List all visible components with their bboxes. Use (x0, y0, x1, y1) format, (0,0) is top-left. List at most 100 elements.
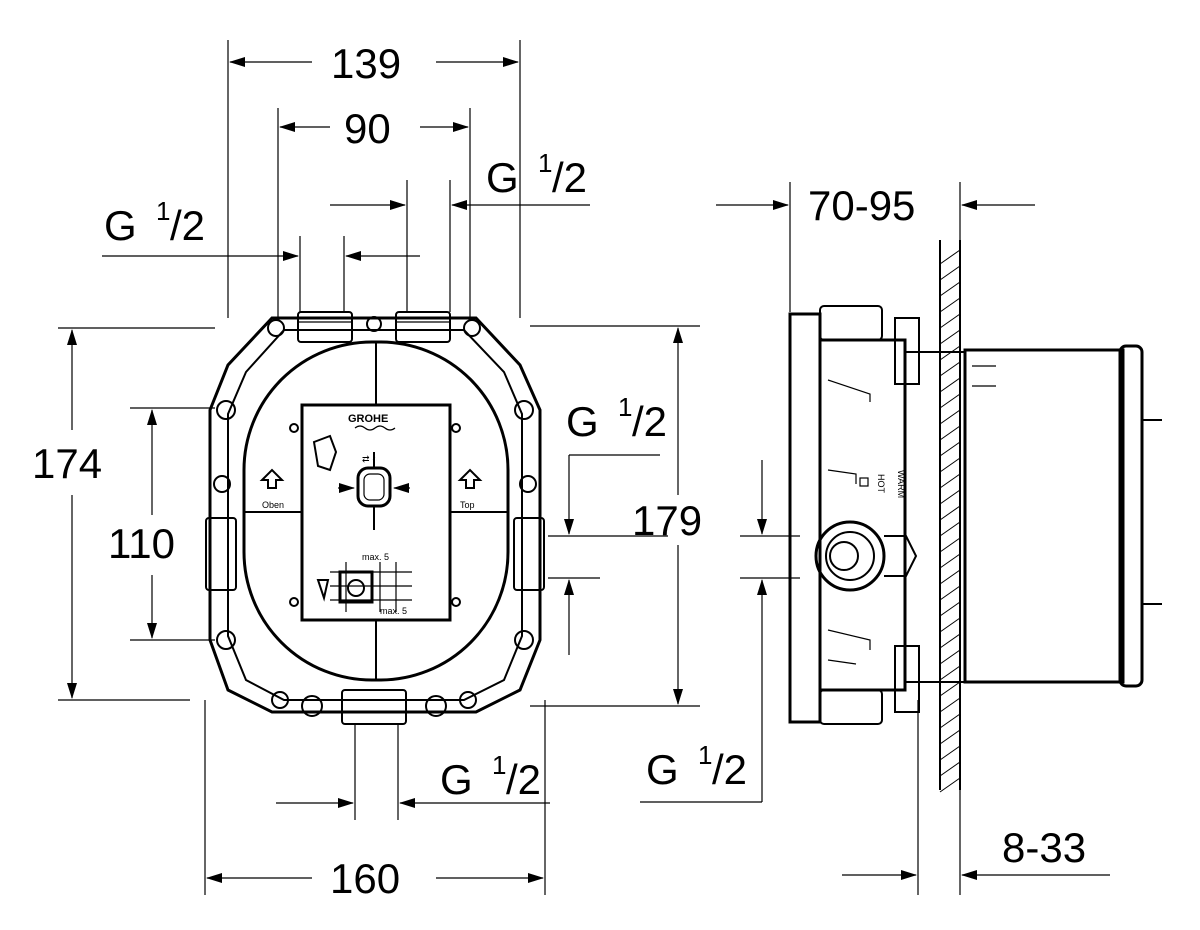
hatch-line (939, 617, 961, 633)
hatch-line (939, 441, 961, 457)
hatch-line (939, 697, 961, 713)
svg-text:1: 1 (538, 148, 552, 178)
hatch-line (939, 409, 961, 425)
hot-label: HOT (876, 474, 886, 494)
hatch-line (939, 745, 961, 761)
valve-body (205, 311, 545, 725)
hatch-line (939, 489, 961, 505)
label-plate-content: GROHE ⇄ ◐ (289, 413, 461, 616)
svg-text:/2: /2 (712, 746, 747, 793)
svg-text:Top: Top (460, 500, 475, 510)
hatch-line (939, 649, 961, 665)
hatch-line (939, 313, 961, 329)
hatch-line (939, 633, 961, 649)
side-body: WARM HOT (788, 305, 1162, 725)
orientation-left: Oben (259, 468, 285, 510)
hatch-line (939, 553, 961, 569)
dim-174: 174 (32, 440, 102, 487)
hatch-line (939, 457, 961, 473)
thread-label-top-left: G 1 /2 (104, 196, 205, 249)
svg-text:/2: /2 (506, 756, 541, 803)
hatch-line (939, 505, 961, 521)
hatch-line (939, 297, 961, 313)
thread-label-side: G 1 /2 (646, 740, 747, 793)
hatch-line (939, 585, 961, 601)
thread-label-right: G 1 /2 (566, 392, 667, 445)
hatch-line (939, 569, 961, 585)
mount-hole (425, 695, 447, 717)
mount-hole (267, 319, 285, 337)
grohe-logo: GROHE (348, 413, 388, 425)
svg-text:/2: /2 (552, 154, 587, 201)
dim-70-95: 70-95 (808, 182, 915, 229)
svg-text:/2: /2 (632, 398, 667, 445)
hatch-line (939, 425, 961, 441)
warm-label: WARM (896, 470, 906, 498)
svg-text:G: G (566, 398, 599, 445)
dim-110: 110 (108, 520, 175, 567)
svg-text:1: 1 (156, 196, 170, 226)
front-view: 139 90 174 110 179 160 G 1 /2 G 1 /2 G 1… (32, 40, 702, 902)
hatch-line (939, 761, 961, 777)
hatch-line (939, 537, 961, 553)
install-grid: max. 5 max. 5 (330, 552, 412, 616)
hatch-line (939, 265, 961, 281)
svg-text:G: G (440, 756, 473, 803)
dim-139: 139 (331, 40, 401, 87)
dimension-lines (67, 57, 683, 883)
hatch-line (939, 665, 961, 681)
hatch-line (939, 281, 961, 297)
mounting-holes (213, 316, 537, 717)
hatch-line (939, 377, 961, 393)
hatch-line (939, 473, 961, 489)
dim-90: 90 (344, 105, 391, 152)
max-label: max. 5 (362, 552, 389, 562)
dimension-labels: 139 90 174 110 179 160 (32, 40, 702, 902)
mount-hole (514, 400, 534, 420)
mount-hole (271, 691, 289, 709)
hatch-line (939, 729, 961, 745)
dim-179: 179 (632, 497, 702, 544)
mount-hole (366, 316, 382, 332)
thread-label-bottom: G 1 /2 (440, 750, 541, 803)
mount-hole (301, 695, 323, 717)
hatch-line (939, 681, 961, 697)
max-label: max. 5 (380, 606, 407, 616)
side-view: 70-95 8-33 G 1 /2 (640, 182, 1162, 895)
svg-text:1: 1 (618, 392, 632, 422)
dim-160: 160 (330, 855, 400, 902)
hatch-line (939, 601, 961, 617)
svg-text:G: G (646, 746, 679, 793)
side-port (814, 520, 886, 592)
mount-hole (216, 630, 236, 650)
svg-text:Oben: Oben (262, 500, 284, 510)
extension-lines (58, 40, 700, 895)
hatch-line (939, 361, 961, 377)
svg-text:/2: /2 (170, 202, 205, 249)
hatch-line (939, 249, 961, 265)
hatch-line (939, 777, 961, 793)
svg-text:1: 1 (698, 740, 712, 770)
hatch-line (939, 329, 961, 345)
svg-text:1: 1 (492, 750, 506, 780)
mount-hole (519, 475, 537, 493)
orientation-right: Top (457, 468, 483, 510)
svg-text:G: G (104, 202, 137, 249)
mount-hole (216, 400, 236, 420)
mount-hole (514, 630, 534, 650)
up-arrow-icon (457, 468, 483, 489)
thread-label-top-right: G 1 /2 (486, 148, 587, 201)
svg-text:⇄ ◐: ⇄ ◐ (362, 454, 377, 464)
hatch-line (939, 713, 961, 729)
mount-hole (459, 691, 477, 709)
hatch-line (939, 521, 961, 537)
svg-text:G: G (486, 154, 519, 201)
up-arrow-icon (259, 468, 285, 489)
dim-8-33: 8-33 (1002, 824, 1086, 871)
mount-hole (463, 319, 481, 337)
mount-hole (213, 475, 231, 493)
hatch-line (939, 393, 961, 409)
hand-icon (312, 434, 338, 472)
warning-icon (316, 579, 330, 602)
